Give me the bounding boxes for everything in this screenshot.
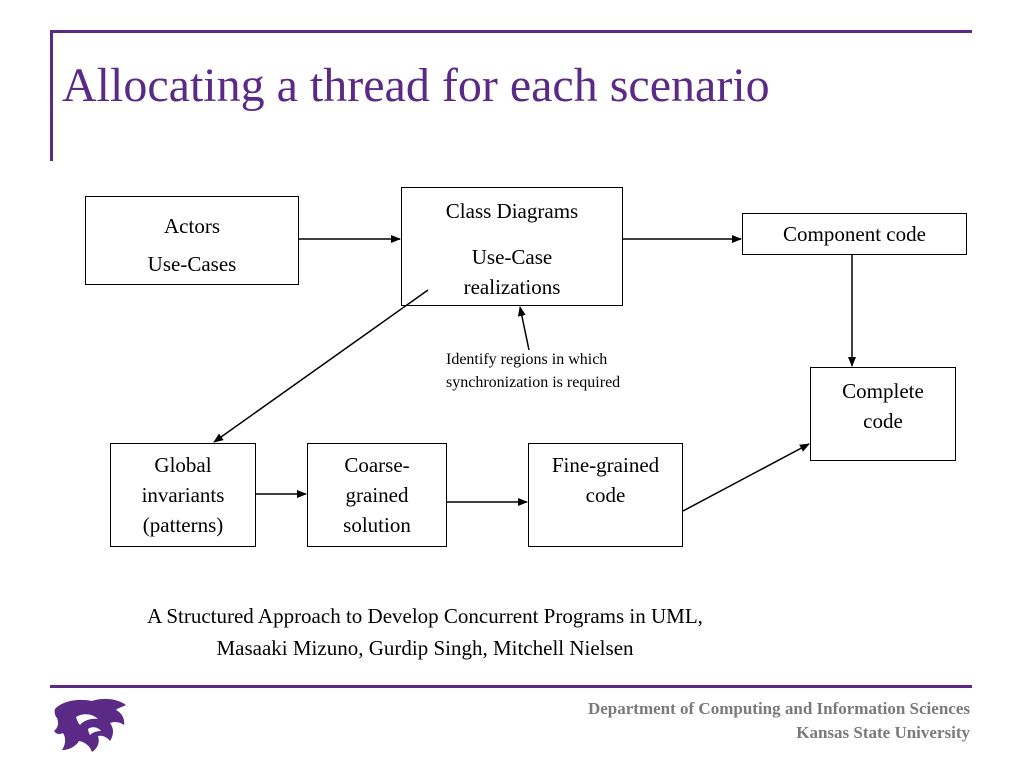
class-diagrams-label: Class Diagrams [445,199,579,223]
global-invariants-box: Global invariants (patterns) [110,443,256,547]
fine-grained-box: Fine-grained code [528,443,683,547]
global-label: Global [154,453,212,477]
arrow-annotation-to-class [517,306,530,351]
wildcat-logo-icon [54,698,126,752]
patterns-label: (patterns) [142,513,224,537]
solution-label: solution [343,513,411,537]
bottom-rule [50,685,972,688]
left-rule [50,30,53,161]
university-name: Kansas State University [796,723,970,742]
realizations-label: realizations [463,275,561,299]
coarse-label: Coarse- [344,453,410,477]
grained-label: grained [345,483,409,507]
annotation-line-1: Identify regions in which [446,351,608,368]
slide-title: Allocating a thread for each scenario [62,59,770,112]
arrow-fine-to-complete [682,443,810,512]
complete-code-box: Complete code [810,367,956,461]
complete-label: Complete [842,379,924,403]
fine-grained-label: Fine-grained [551,453,660,477]
citation-line-1: A Structured Approach to Develop Concurr… [147,604,703,628]
arrow-class-to-global [213,289,429,443]
invariants-label: invariants [141,483,225,507]
department-name: Department of Computing and Information … [587,699,970,718]
fine-code-label: code [585,483,626,507]
top-rule [50,30,972,33]
footer: Department of Computing and Information … [588,697,970,745]
citation: A Structured Approach to Develop Concurr… [60,600,790,664]
citation-line-2: Masaaki Mizuno, Gurdip Singh, Mitchell N… [216,636,634,660]
synchronization-annotation: Identify regions in which synchronizatio… [446,348,620,394]
component-code-box: Component code [742,213,967,255]
use-cases-label: Use-Cases [147,252,237,276]
use-case-label: Use-Case [471,245,553,269]
class-diagrams-box: Class Diagrams Use-Case realizations [401,187,623,306]
component-code-label: Component code [783,222,926,246]
coarse-grained-box: Coarse- grained solution [307,443,447,547]
code-label: code [863,409,903,433]
actors-label: Actors [164,214,220,238]
actors-box: Actors Use-Cases [85,196,299,285]
annotation-line-2: synchronization is required [446,374,621,391]
